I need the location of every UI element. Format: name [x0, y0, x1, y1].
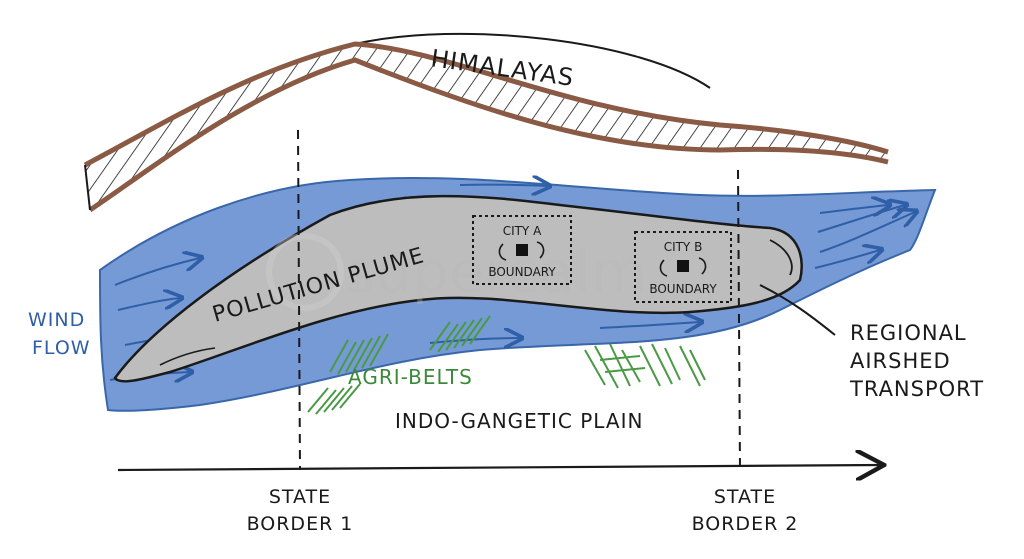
agri-cluster-4 [584, 343, 706, 389]
city-a-cycle-right-icon [536, 241, 545, 259]
border-2-label-line1: STATE [714, 486, 776, 508]
agri-belts [307, 315, 706, 415]
city-b-boundary: BOUNDARY [649, 282, 717, 296]
city-b-marker [677, 260, 689, 272]
border-1-label-line2: BORDER 1 [247, 513, 354, 535]
regional-leader-line [759, 284, 836, 336]
plain-label: INDO-GANGETIC PLAIN [395, 409, 643, 433]
state-border-1-line [297, 129, 301, 471]
city-a-marker [516, 244, 528, 256]
city-b-cycle-right-icon [698, 257, 707, 275]
city-a-box: CITY A BOUNDARY [472, 215, 572, 285]
wind-flow-label-line2: FLOW [32, 337, 91, 359]
state-border-2-line [737, 169, 741, 471]
distance-axis [117, 465, 882, 470]
agri-cluster-1 [329, 333, 389, 375]
agri-belts-label: AGRI-BELTS [348, 365, 473, 389]
city-a-boundary: BOUNDARY [488, 265, 556, 279]
border-1-label-line1: STATE [269, 486, 331, 508]
agri-cluster-2 [429, 315, 491, 353]
regional-label-line2: AIRSHED [850, 349, 951, 373]
agri-cluster-3 [307, 383, 361, 415]
regional-label-line1: REGIONAL [850, 321, 967, 345]
city-b-box: CITY B BOUNDARY [634, 231, 732, 303]
himalayas-band [83, 32, 889, 213]
regional-label-line3: TRANSPORT [849, 377, 984, 401]
city-a-name: CITY A [503, 224, 542, 238]
city-b-name: CITY B [664, 240, 703, 254]
pollution-plume [113, 194, 803, 383]
watermark: supercalm [266, 233, 647, 311]
border-2-label-line2: BORDER 2 [692, 513, 799, 535]
city-b-cycle-left-icon [659, 259, 668, 277]
wind-flow-label-line1: WIND [28, 309, 85, 331]
watermark-text: supercalm [345, 238, 647, 306]
city-a-cycle-left-icon [498, 243, 507, 261]
